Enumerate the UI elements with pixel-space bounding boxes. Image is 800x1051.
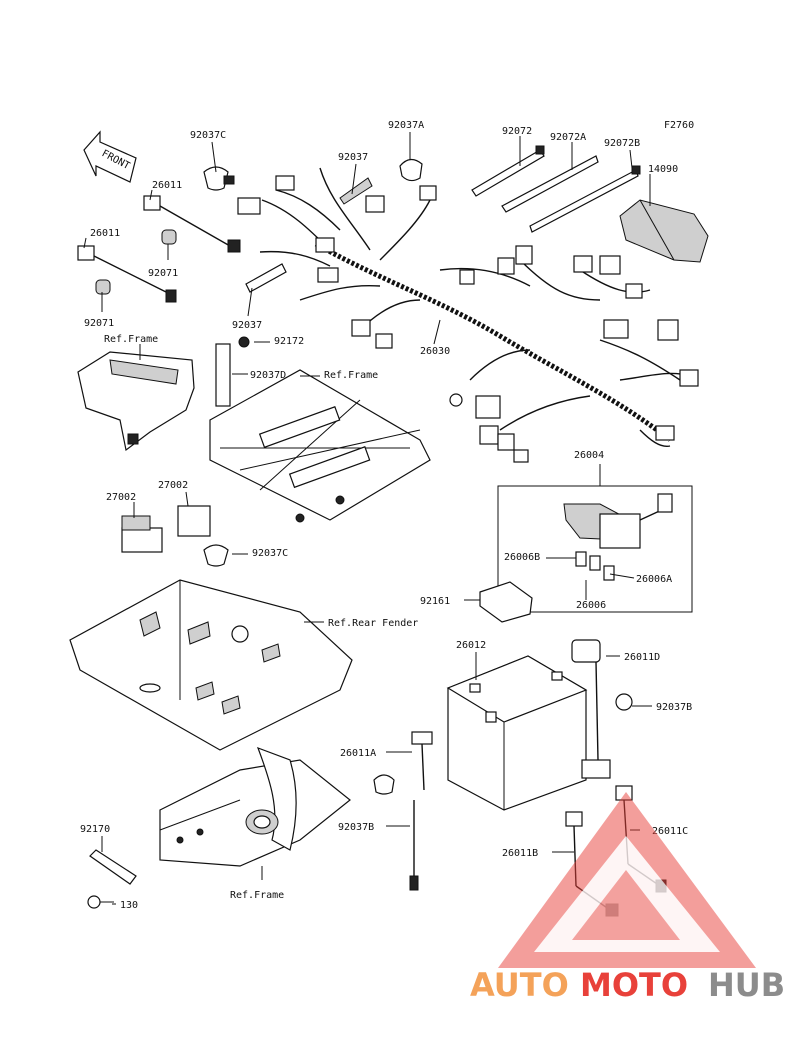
front-arrow-icon: FRONT <box>83 130 137 183</box>
bracket-92170 <box>89 849 137 885</box>
grommet-92071-upper <box>161 229 177 245</box>
frame-section-lower <box>159 746 351 867</box>
label-26004: 26004 <box>574 450 604 461</box>
ecu-box-26004 <box>497 485 693 613</box>
label-26011C: 26011C <box>652 826 688 837</box>
label-26011D: 26011D <box>624 652 660 663</box>
label-26030: 26030 <box>420 346 450 357</box>
watermark-text-part1: AUTO <box>470 966 569 1004</box>
watermark-triangle-inner <box>534 836 720 952</box>
battery-26012 <box>446 655 588 811</box>
label-92037-small: 92037 <box>232 320 262 331</box>
label-26011A: 26011A <box>340 748 376 759</box>
label-26011-upper: 26011 <box>152 180 182 191</box>
cable-26011A <box>409 731 433 891</box>
bolt-130 <box>87 895 114 909</box>
label-27002-right: 27002 <box>158 480 188 491</box>
label-92037C-mid: 92037C <box>252 548 288 559</box>
lead-26011-upper <box>143 195 241 253</box>
tie-band-92072A <box>501 155 599 213</box>
label-ref-frame-2: Ref.Frame <box>324 370 378 381</box>
label-92161: 92161 <box>420 596 450 607</box>
label-130: 130 <box>120 900 138 911</box>
clamp-92037A <box>399 158 423 182</box>
label-92072: 92072 <box>502 126 532 137</box>
label-26006: 26006 <box>576 600 606 611</box>
label-92037B-right: 92037B <box>656 702 692 713</box>
clip-92037D <box>215 336 250 407</box>
label-26011-lower: 26011 <box>90 228 120 239</box>
label-26011B: 26011B <box>502 848 538 859</box>
relay-27002-left <box>121 515 163 553</box>
frame-section-upper <box>77 351 195 452</box>
lead-26011-lower <box>77 245 177 303</box>
main-harness-26030 <box>237 167 699 463</box>
label-ref-rear-fender: Ref.Rear Fender <box>328 618 418 629</box>
clamp-92037B-right <box>615 693 633 711</box>
label-92037D: 92037D <box>250 370 286 381</box>
relay-27002-right <box>177 505 211 537</box>
clamp-92037B-left <box>373 774 395 795</box>
leader-lines <box>83 132 652 905</box>
label-ref-frame-3: Ref.Frame <box>230 890 284 901</box>
cover-14090 <box>619 199 709 263</box>
clip-92037 <box>339 177 373 205</box>
clip-92037-small <box>245 263 287 293</box>
tie-band-92072B <box>529 165 641 233</box>
label-92037A: 92037A <box>388 120 424 131</box>
clamp-92037C-top <box>203 166 235 191</box>
label-92172: 92172 <box>274 336 304 347</box>
relay-92161 <box>479 581 533 623</box>
tie-band-92072 <box>471 145 545 197</box>
label-92037C-top: 92037C <box>190 130 226 141</box>
grommet-92071-lower <box>95 279 111 295</box>
figure-code: F2760 <box>664 120 694 131</box>
frame-section-center <box>209 369 431 523</box>
clamp-92037C-mid <box>203 544 229 567</box>
label-14090: 14090 <box>648 164 678 175</box>
label-26012: 26012 <box>456 640 486 651</box>
rear-fender <box>69 579 353 751</box>
watermark-text-part2: MOTO <box>580 966 688 1004</box>
watermark-triangle-core <box>572 870 680 940</box>
label-27002-left: 27002 <box>106 492 136 503</box>
label-92071-lower: 92071 <box>84 318 114 329</box>
watermark-text-part3: HUB <box>708 966 785 1004</box>
label-26006A: 26006A <box>636 574 672 585</box>
watermark-logo <box>498 792 756 968</box>
label-92072B: 92072B <box>604 138 640 149</box>
label-92037: 92037 <box>338 152 368 163</box>
label-ref-frame-1: Ref.Frame <box>104 334 158 345</box>
label-92170: 92170 <box>80 824 110 835</box>
label-92037B-left: 92037B <box>338 822 374 833</box>
cable-26011D <box>571 639 611 779</box>
label-92072A: 92072A <box>550 132 586 143</box>
label-92071-upper: 92071 <box>148 268 178 279</box>
label-26006B: 26006B <box>504 552 540 563</box>
